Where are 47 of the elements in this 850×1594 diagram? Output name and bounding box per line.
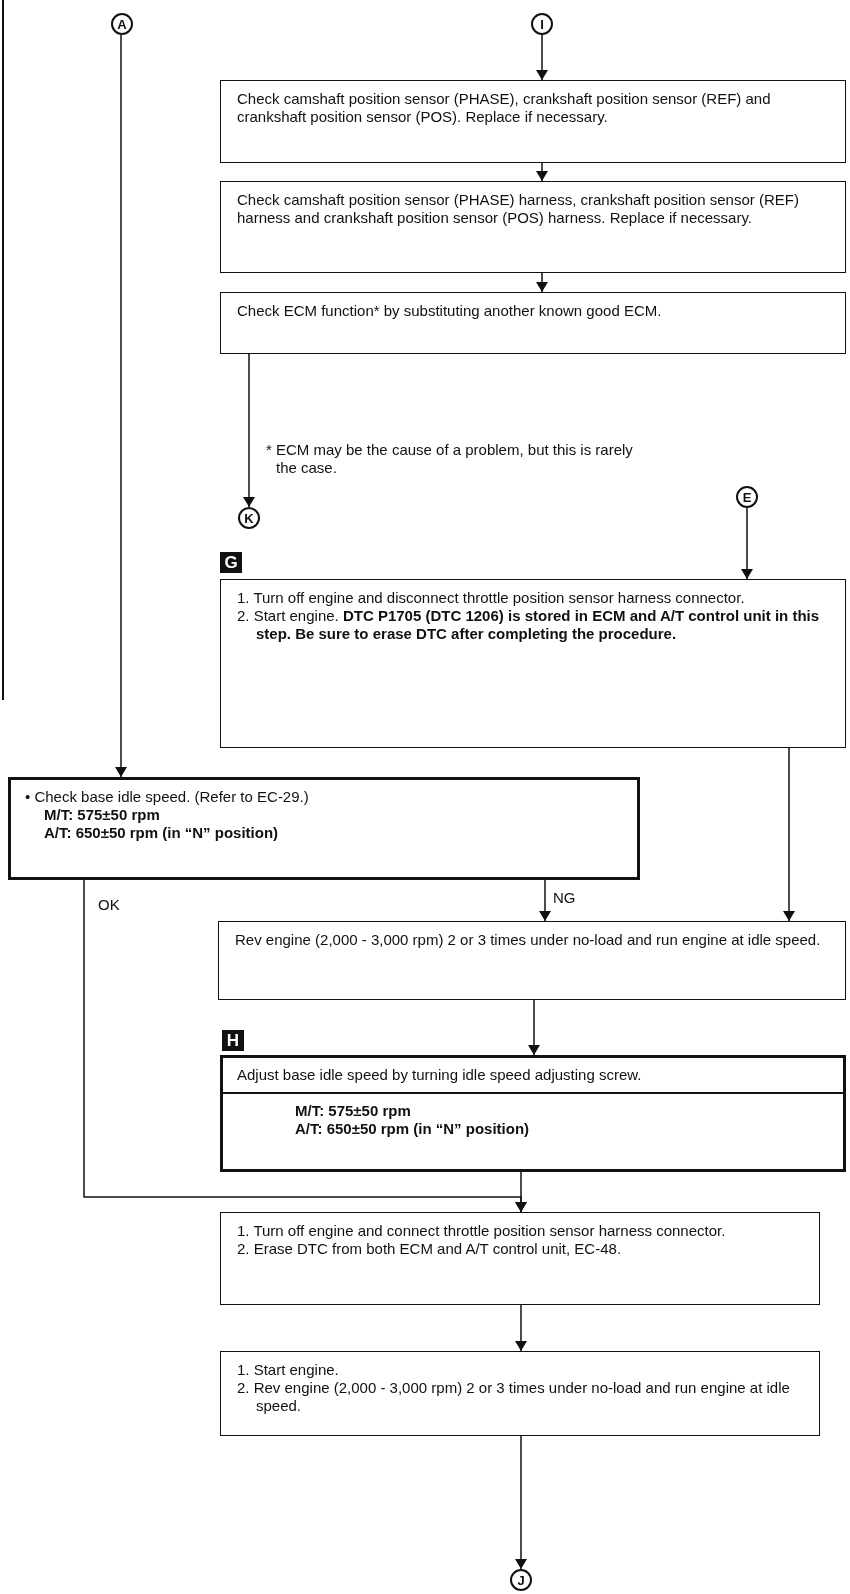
arrow bbox=[115, 34, 127, 778]
connector-circle bbox=[531, 13, 553, 35]
step-text: M/T: 575±50 rpm bbox=[295, 1102, 412, 1120]
step-text: M/T: 575±50 rpm bbox=[43, 806, 161, 824]
connector-letter: J bbox=[517, 1573, 525, 1587]
step-text: Rev engine (2,000 - 3,000 rpm) 2 or 3 times under no-load and run engine at idle speed. bbox=[235, 931, 822, 949]
arrow bbox=[536, 34, 548, 81]
connector-circle bbox=[736, 486, 758, 508]
connector-letter: E bbox=[742, 490, 752, 504]
arrow bbox=[528, 999, 540, 1056]
connector-letter: I bbox=[540, 17, 544, 31]
connector-circle bbox=[238, 507, 260, 529]
step-item: 1. Turn off engine and disconnect throttle position sensor harness connector. bbox=[237, 589, 746, 607]
process-box bbox=[220, 80, 846, 163]
step-badge: G bbox=[220, 552, 242, 573]
connector-letter: A bbox=[117, 17, 127, 31]
process-box bbox=[220, 1212, 820, 1305]
step-item: 2. Erase DTC from both ECM and A/T control unit, EC-48. bbox=[237, 1240, 623, 1258]
step-text: Check camshaft position sensor (PHASE), crankshaft position sensor (REF) and crankshaft position sensor (POS). Replace if necessary. bbox=[237, 90, 772, 126]
process-box bbox=[218, 921, 846, 1000]
connector-circle bbox=[510, 1569, 532, 1591]
step-item: 1. Start engine. bbox=[237, 1361, 340, 1379]
step-item: 1. Turn off engine and connect throttle position sensor harness connector. bbox=[237, 1222, 727, 1240]
arrow bbox=[741, 507, 753, 580]
process-box bbox=[220, 292, 846, 354]
process-box bbox=[220, 1351, 820, 1436]
arrow bbox=[243, 353, 255, 508]
arrow bbox=[515, 1304, 527, 1352]
check-box bbox=[8, 777, 640, 880]
step-text: A/T: 650±50 rpm (in “N” position) bbox=[43, 824, 280, 842]
process-box bbox=[220, 181, 846, 273]
arrow bbox=[515, 1435, 527, 1570]
connector-circle bbox=[111, 13, 133, 35]
arrow bbox=[539, 879, 551, 922]
step-text: Check camshaft position sensor (PHASE) harness, crankshaft position sensor (REF) harness and crankshaft position sensor (POS) harness. Replace if necessary. bbox=[237, 191, 800, 227]
step-text: Adjust base idle speed by turning idle speed adjusting screw. bbox=[237, 1066, 643, 1084]
step-item: 2. Rev engine (2,000 - 3,000 rpm) 2 or 3 times under no-load and run engine at idle speed. bbox=[237, 1379, 791, 1415]
step-badge: H bbox=[222, 1030, 244, 1051]
arrow bbox=[536, 272, 548, 293]
arrow bbox=[536, 162, 548, 182]
connector-letter: K bbox=[244, 511, 254, 525]
step-item: 2. Start engine. DTC P1705 (DTC 1206) is stored in ECM and A/T control unit in this step. Be sure to erase DTC after completing the procedure. bbox=[237, 607, 821, 643]
step-text: Check ECM function* by substituting another known good ECM. bbox=[237, 302, 663, 320]
step-text: A/T: 650±50 rpm (in “N” position) bbox=[295, 1120, 531, 1138]
arrow bbox=[515, 1171, 527, 1213]
arrow bbox=[783, 747, 795, 922]
step-text: • Check base idle speed. (Refer to EC-29.) bbox=[25, 788, 310, 806]
